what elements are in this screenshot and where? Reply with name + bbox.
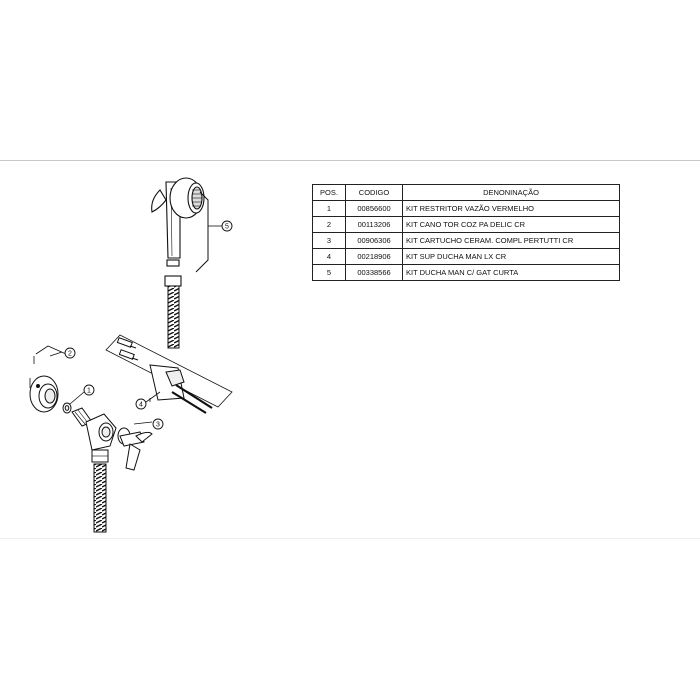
wall-flange — [29, 375, 59, 413]
upper-hose — [167, 285, 180, 349]
table-header-row: POS. CODIGO DENONINAÇÃO — [312, 184, 620, 201]
row-code: 00113206 — [345, 216, 403, 233]
header-description: DENONINAÇÃO — [402, 184, 620, 201]
header-pos: POS. — [312, 184, 346, 201]
row-pos: 3 — [312, 232, 346, 249]
row-code: 00338566 — [345, 264, 403, 281]
parts-table: POS. CODIGO DENONINAÇÃO 1 00856600 KIT R… — [312, 184, 620, 281]
hand-shower — [151, 177, 205, 287]
row-pos: 1 — [312, 200, 346, 217]
row-pos: 5 — [312, 264, 346, 281]
table-row: 5 00338566 KIT DUCHA MAN C/ GAT CURTA — [312, 264, 620, 281]
header-code: CODIGO — [345, 184, 403, 201]
table-row: 2 00113206 KIT CANO TOR COZ PA DELIC CR — [312, 216, 620, 233]
row-description: KIT SUP DUCHA MAN LX CR — [402, 248, 620, 265]
table-row: 1 00856600 KIT RESTRITOR VAZÃO VERMELHO — [312, 200, 620, 217]
top-divider — [0, 160, 700, 161]
callout-2: 2 — [64, 347, 76, 359]
wall-support — [105, 334, 233, 414]
table-row: 3 00906306 KIT CARTUCHO CERAM. COMPL PER… — [312, 232, 620, 249]
row-description: KIT RESTRITOR VAZÃO VERMELHO — [402, 200, 620, 217]
row-description: KIT CARTUCHO CERAM. COMPL PERTUTTI CR — [402, 232, 620, 249]
row-code: 00906306 — [345, 232, 403, 249]
callout-3: 3 — [152, 418, 164, 430]
lower-hose — [93, 463, 107, 533]
row-code: 00856600 — [345, 200, 403, 217]
bottom-divider — [0, 538, 700, 539]
callout-5: 5 — [221, 220, 233, 232]
row-pos: 2 — [312, 216, 346, 233]
svg-text:1: 1 — [87, 388, 91, 395]
row-description: KIT DUCHA MAN C/ GAT CURTA — [402, 264, 620, 281]
svg-text:4: 4 — [139, 402, 143, 409]
row-description: KIT CANO TOR COZ PA DELIC CR — [402, 216, 620, 233]
table-row: 4 00218906 KIT SUP DUCHA MAN LX CR — [312, 248, 620, 265]
svg-text:3: 3 — [156, 422, 160, 429]
valve-body — [71, 407, 153, 471]
flow-restrictor — [62, 402, 72, 414]
svg-text:5: 5 — [225, 224, 229, 231]
row-code: 00218906 — [345, 248, 403, 265]
callout-4: 4 — [135, 398, 147, 410]
exploded-view-drawing: 5 4 2 — [29, 177, 233, 533]
svg-text:2: 2 — [68, 351, 72, 358]
callout-1: 1 — [83, 384, 95, 396]
row-pos: 4 — [312, 248, 346, 265]
